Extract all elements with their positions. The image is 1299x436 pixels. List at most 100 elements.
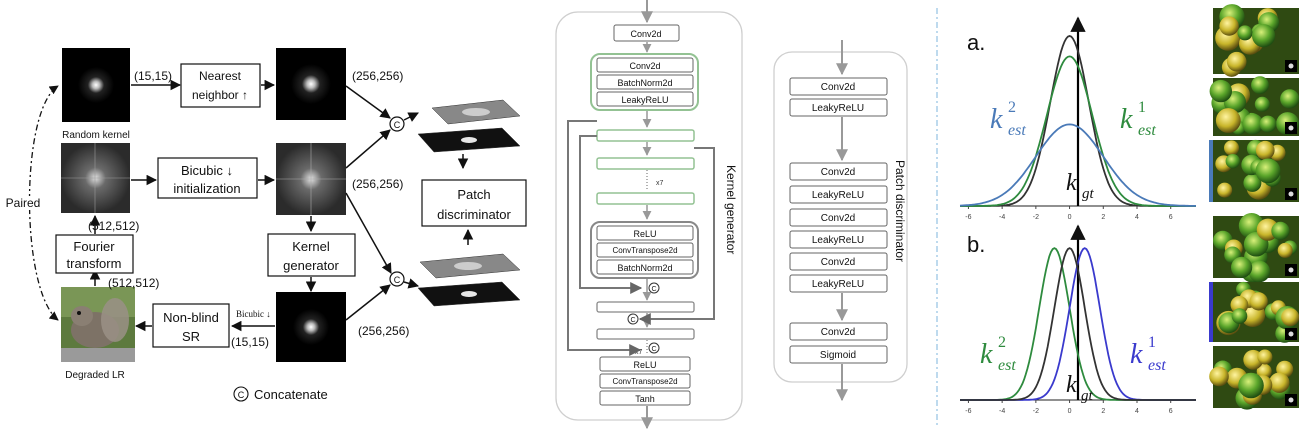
nonblind-line1: Non-blind: [163, 310, 219, 325]
pd-l2-5: LeakyReLU: [812, 279, 864, 290]
plot-b-kest2-sup: 2: [998, 334, 1006, 351]
patch-discriminator-box: [421, 179, 527, 227]
axis-tick-label: 0: [1068, 214, 1072, 221]
kernel-inset-dot: [1288, 267, 1294, 273]
nearest-line1: Nearest: [199, 69, 242, 83]
kg-block2-1: ConvTranspose2d: [612, 246, 677, 255]
stacked-planes-top: [417, 99, 521, 153]
estimated-kernel-blob: [293, 309, 329, 345]
axis-tick-label: -4: [999, 214, 1005, 221]
kg-block2: [590, 221, 699, 279]
fruit-shape: [1238, 372, 1264, 399]
pd-l1-0: Conv2d: [821, 82, 855, 93]
fruit-shape: [1251, 76, 1269, 94]
patch-discriminator-panel: Conv2d LeakyReLU Conv2d LeakyReLU Conv2d…: [773, 40, 908, 402]
fruit-shape: [1248, 260, 1271, 283]
kg-title: Kernel generator: [724, 165, 738, 254]
kernel-inset-dot: [1288, 63, 1294, 69]
patch-line1: Patch: [457, 187, 490, 202]
axis-tick-label: -2: [1033, 214, 1039, 221]
fruit-shape: [1257, 349, 1273, 365]
kg-block1-1: BatchNorm2d: [617, 78, 672, 88]
fruit-shape: [1215, 108, 1241, 133]
pd-l3-0: Conv2d: [821, 327, 855, 338]
kg-block1-0: Conv2d: [629, 61, 660, 71]
pd-l2-4: Conv2d: [821, 257, 855, 268]
dim-256-top: (256,256): [352, 69, 403, 83]
fruit-shape: [1255, 158, 1281, 184]
plot-b-kgt-letter: k: [1066, 372, 1077, 398]
patch-line2: discriminator: [437, 207, 511, 222]
kg-concat-3: C: [651, 346, 656, 353]
fruit-shape: [1209, 366, 1229, 387]
pd-title: Patch discriminator: [893, 160, 907, 262]
fruit-shape: [1219, 16, 1239, 36]
fourier-line2: transform: [67, 256, 122, 271]
plot-b-kest2-sub: est: [998, 357, 1016, 374]
concat-bottom-icon: [389, 271, 405, 287]
fruit-shape: [1269, 372, 1290, 393]
fruit-shape: [1224, 140, 1239, 156]
fruit-shape: [1252, 24, 1276, 48]
bicubic-small-label: Bicubic ↓: [236, 309, 271, 319]
dim-512-bottom: (512,512): [108, 276, 159, 290]
fruit-shape: [1209, 79, 1233, 103]
fruit-shape: [1225, 154, 1241, 169]
fruit-shape: [1280, 89, 1299, 109]
kg-block1-2: LeakyReLU: [621, 95, 668, 105]
kernel-gen-line1: Kernel: [292, 239, 330, 254]
stacked-planes-bottom: [417, 253, 521, 307]
fruit-shape: [1254, 96, 1270, 112]
kg-block2-0: ReLU: [633, 229, 656, 239]
non-blind-sr-box: [152, 303, 230, 348]
kg-top-text: Conv2d: [630, 29, 661, 39]
kg-x7a: x7: [656, 180, 664, 187]
fruit-shape: [1226, 51, 1247, 72]
axis-tick-label: 4: [1135, 214, 1139, 221]
strip-accent-bar: [1209, 140, 1213, 202]
axis-tick-label: 4: [1135, 408, 1139, 415]
fruit-shape: [1217, 182, 1233, 198]
fruit-shape: [1256, 363, 1272, 379]
kg-block2-2: BatchNorm2d: [617, 263, 672, 273]
plot-a-kest2-sup: 2: [1008, 99, 1016, 116]
fruit-shape: [1259, 115, 1277, 133]
random-kernel-blob: [78, 67, 114, 103]
plot-a-kest2-letter: k: [990, 104, 1003, 135]
fruit-shape: [1243, 173, 1262, 192]
random-kernel-label: Random kernel: [62, 130, 130, 141]
nonblind-line2: SR: [182, 329, 200, 344]
plot-a-kest1-letter: k: [1120, 104, 1133, 135]
fruit-shape: [1255, 140, 1275, 160]
concat-top-symbol: C: [394, 120, 401, 130]
fruit-shape: [1249, 292, 1268, 311]
degraded-lr-label: Degraded LR: [65, 370, 124, 381]
kg-tail-0: ReLU: [633, 360, 656, 370]
kernel-generator-box: [267, 233, 356, 277]
pd-l2-1: LeakyReLU: [812, 190, 864, 201]
kg-block1: [590, 53, 699, 111]
dim-512-top: (512,512): [88, 219, 139, 233]
plot-b-kest1-sup: 1: [1148, 334, 1156, 351]
pd-l2-0: Conv2d: [821, 167, 855, 178]
axis-tick-label: -6: [965, 408, 971, 415]
axis-tick-label: -4: [999, 408, 1005, 415]
strip-accent-bar: [1209, 282, 1213, 342]
concat-legend-symbol: C: [238, 390, 245, 400]
dim-256-bottom: (256,256): [358, 324, 409, 338]
pd-l2-3: LeakyReLU: [812, 235, 864, 246]
kg-tail-2: Tanh: [635, 394, 655, 404]
bicubic-line1: Bicubic ↓: [181, 163, 233, 178]
axis-tick-label: 0: [1068, 408, 1072, 415]
plot-a-kest1-curve: [960, 55, 1196, 207]
fruit-shape: [1242, 113, 1264, 135]
plot-b-kgt-curve: [960, 247, 1196, 401]
pd-l3-1: Sigmoid: [820, 350, 856, 361]
plot-a-kest2-sub: est: [1008, 122, 1026, 139]
bicubic-init-box: [157, 157, 258, 199]
plot-b-kest2-letter: k: [980, 339, 993, 370]
